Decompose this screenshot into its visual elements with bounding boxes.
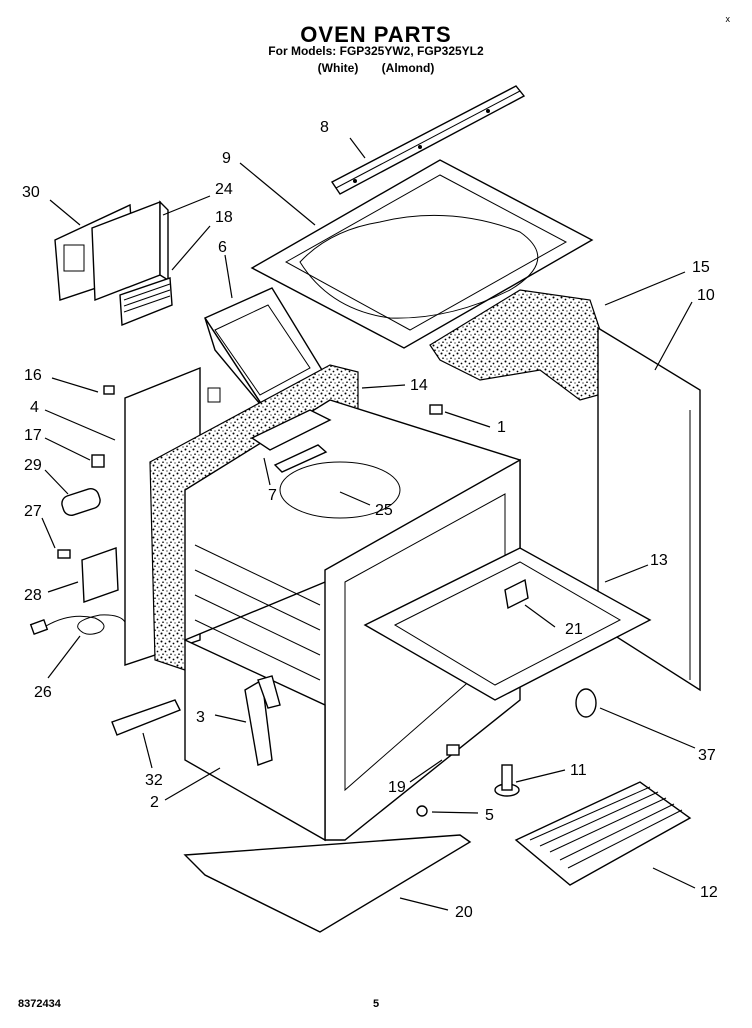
callout-8: 8 <box>320 119 329 136</box>
part-8-top-rail <box>330 85 526 195</box>
part-19-clip <box>446 744 460 756</box>
callout-7: 7 <box>268 487 277 504</box>
corner-mark: x <box>725 14 731 24</box>
callout-18: 18 <box>215 209 233 226</box>
callout-10: 10 <box>697 287 715 304</box>
part-5-screw <box>416 805 428 817</box>
page-title: OVEN PARTS <box>300 22 452 47</box>
models-line: For Models: FGP325YW2, FGP325YL2 <box>268 44 484 58</box>
callout-2: 2 <box>150 794 159 811</box>
callout-4: 4 <box>30 399 39 416</box>
part-7-plate <box>250 409 332 473</box>
part-16-clip <box>103 385 115 395</box>
part-20-bottom-panel <box>183 834 472 933</box>
callout-16: 16 <box>24 367 42 384</box>
part-1-fastener <box>429 404 443 415</box>
part-32-rail <box>111 699 181 736</box>
callout-1: 1 <box>497 419 506 436</box>
part-29-cover <box>61 487 101 517</box>
callout-9: 9 <box>222 150 231 167</box>
part-12-oven-rack <box>514 781 692 886</box>
callout-26: 26 <box>34 684 52 701</box>
callout-21: 21 <box>565 621 583 638</box>
colors-line: (White) (Almond) <box>317 61 435 75</box>
part-17-bracket <box>91 454 105 468</box>
callout-14: 14 <box>410 377 428 394</box>
part-13-broiler-pan <box>363 547 652 701</box>
part-3-igniter <box>244 675 281 766</box>
part-26-harness <box>29 614 126 635</box>
part-9-top-panel <box>250 159 601 401</box>
part-37-disk <box>575 688 597 718</box>
part-11-leveling-leg <box>494 764 520 797</box>
part-10-side-panel <box>597 326 701 692</box>
callout-28: 28 <box>24 587 42 604</box>
part-6-flue-duct <box>203 287 323 411</box>
callout-19: 19 <box>388 779 406 796</box>
part-27-clip <box>57 549 71 559</box>
callout-15: 15 <box>692 259 710 276</box>
callout-12: 12 <box>700 884 718 901</box>
part-18-vent-grille <box>119 277 173 327</box>
page-number: 5 <box>372 998 380 1010</box>
callout-24: 24 <box>215 181 233 198</box>
callout-32: 32 <box>145 772 163 789</box>
callout-20: 20 <box>455 904 473 921</box>
part-28-plate <box>81 547 119 603</box>
callout-6: 6 <box>218 239 227 256</box>
callout-27: 27 <box>24 503 42 520</box>
callout-3: 3 <box>196 709 205 726</box>
callout-5: 5 <box>485 807 494 824</box>
callout-37: 37 <box>698 747 716 764</box>
callout-17: 17 <box>24 427 42 444</box>
doc-number: 8372434 <box>18 998 61 1010</box>
callout-29: 29 <box>24 457 42 474</box>
callout-13: 13 <box>650 552 668 569</box>
callout-25: 25 <box>375 502 393 519</box>
leader-lines <box>41 137 696 911</box>
part-24-housing <box>91 200 169 302</box>
callout-11: 11 <box>570 762 587 779</box>
callout-30: 30 <box>22 184 40 201</box>
